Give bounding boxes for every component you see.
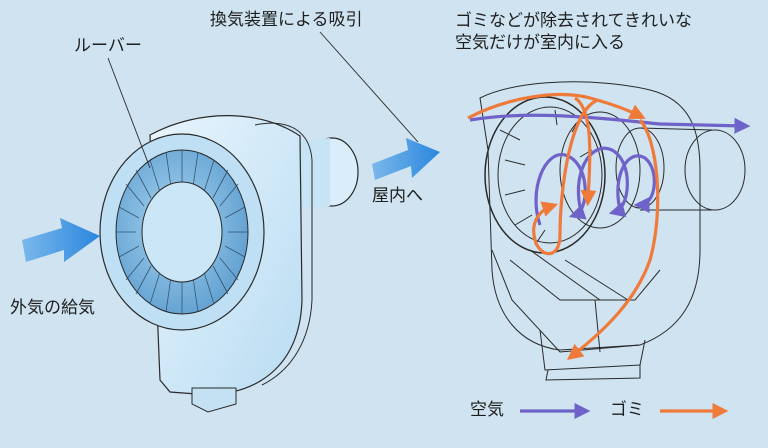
ventilator-shaded xyxy=(99,115,359,413)
label-intake: 外気の給気 xyxy=(10,298,95,318)
ventilator-wireframe xyxy=(479,81,746,381)
legend-dust-label: ゴミ xyxy=(610,400,644,420)
dust-flow-arrows xyxy=(467,93,660,360)
intake-arrow xyxy=(22,218,100,262)
label-clean-line2: 空気だけが室内に入る xyxy=(455,33,625,53)
louver-leader xyxy=(107,57,151,169)
label-louver: ルーバー xyxy=(74,36,142,56)
legend-air-label: 空気 xyxy=(470,400,504,420)
suction-leader xyxy=(319,31,419,143)
label-indoor: 屋内へ xyxy=(372,186,423,206)
label-clean-line1: ゴミなどが除去されてきれいな xyxy=(455,11,692,31)
label-suction: 換気装置による吸引 xyxy=(210,10,363,30)
indoor-arrow xyxy=(372,138,440,180)
air-flow-arrows xyxy=(469,113,751,226)
